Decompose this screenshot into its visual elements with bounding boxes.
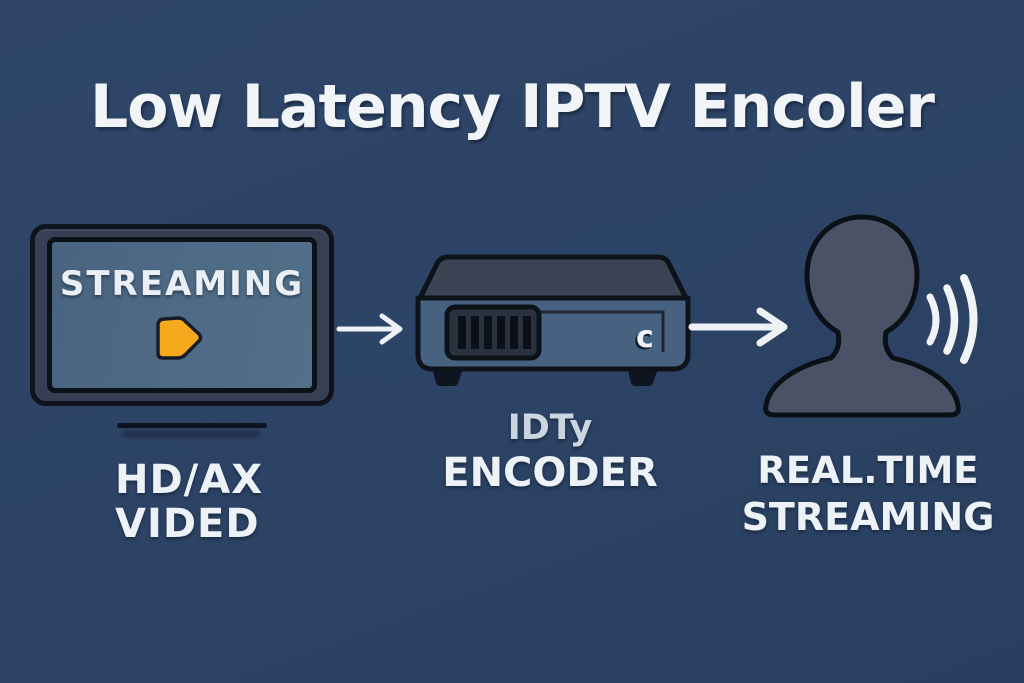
streaming-screen-label: STREAMING (59, 264, 305, 304)
tv-monitor: STREAMING (30, 224, 334, 406)
flow-arrow-icon-1 (336, 313, 403, 345)
encoder-caption-line2: ENCODER (442, 450, 658, 496)
tv-screen: STREAMING (47, 237, 317, 393)
tv-stand-shadow-blur (122, 431, 260, 437)
tv-stand-shadow (117, 423, 267, 428)
flow-arrow-icon-2 (688, 307, 788, 347)
encoder-caption: IDTy ENCODER (430, 406, 670, 496)
page-title: Low Latency IPTV Encoler (89, 72, 935, 142)
source-caption-line2: VIDED (115, 501, 260, 547)
play-icon (150, 314, 204, 362)
viewer-caption-line1: REAL.TIME (757, 449, 979, 492)
source-caption: HD/AX VIDED (115, 458, 335, 546)
signal-waves-icon (926, 274, 978, 364)
encoder-brand-logo: c (636, 320, 654, 355)
viewer-caption: REAL.TIME STREAMING (740, 448, 996, 540)
encoder-caption-line1: IDTy (507, 408, 593, 448)
source-caption-line1: HD/AX (115, 457, 264, 503)
viewer-silhouette (763, 214, 978, 418)
encoder-device (415, 254, 691, 386)
viewer-caption-line2: STREAMING (741, 495, 995, 539)
vent-grille-icon (444, 304, 542, 361)
